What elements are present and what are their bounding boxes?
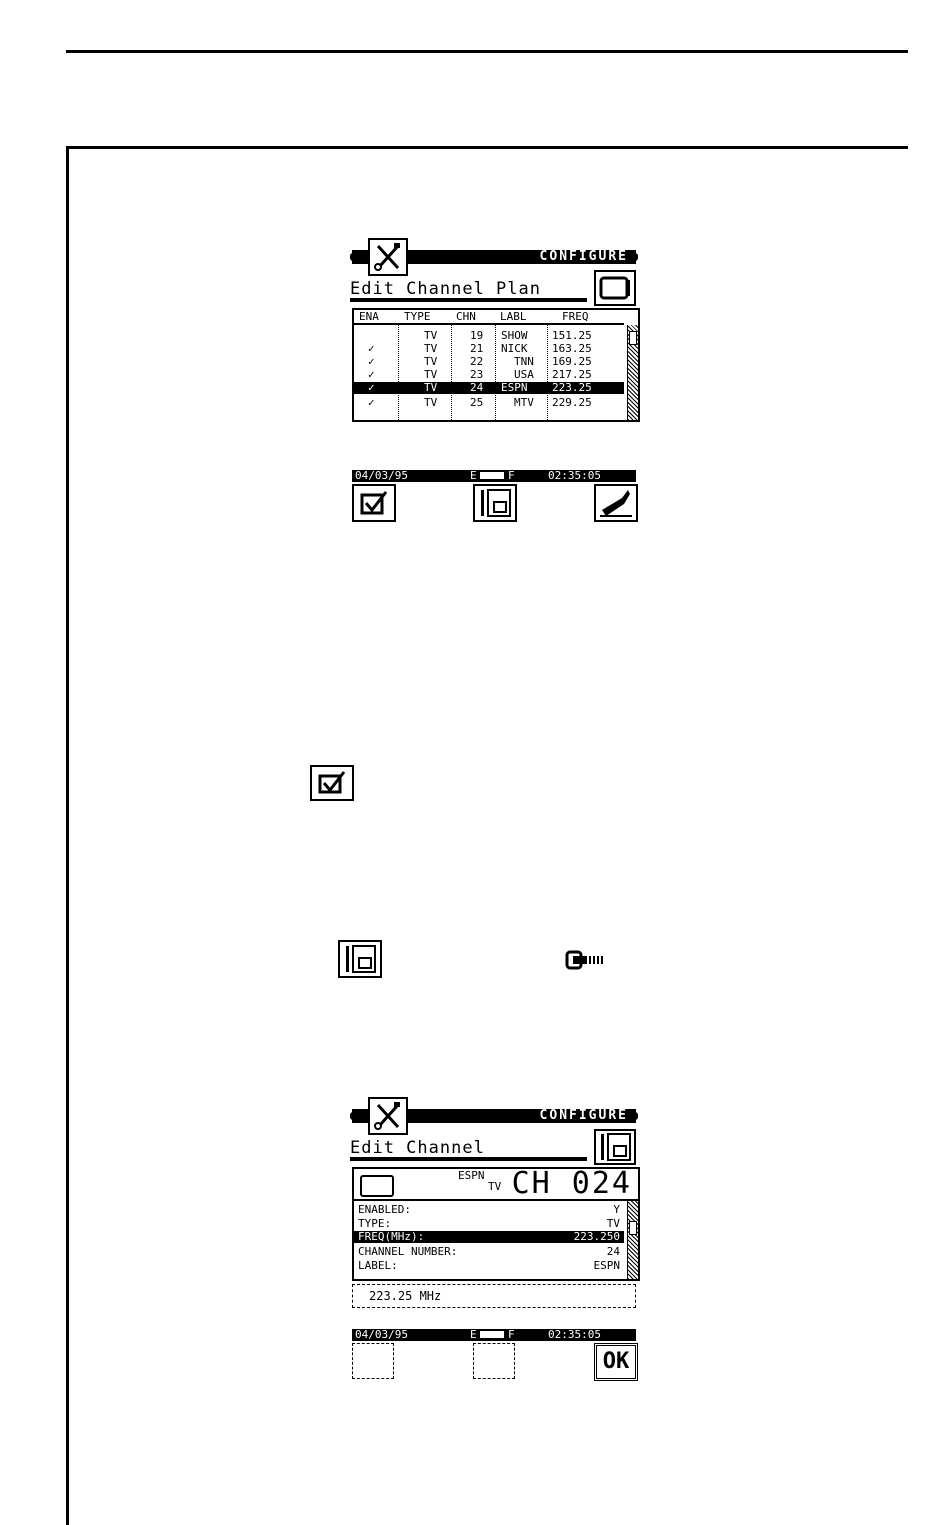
checkbox-icon [310,765,354,801]
table-row[interactable]: ✓ TV 25 MTV 229.25 [368,396,592,409]
edit-channel-screen: CONFIGURE Edit Channel ESPN TV CH 024 EN… [350,1097,640,1387]
enter-key-icon [565,950,609,970]
tools-icon [368,238,408,276]
edit-file-icon[interactable] [473,484,517,522]
detail-scrollbar[interactable] [627,1201,638,1279]
table-row[interactable]: ✓ TV 22 TNN 169.25 [368,355,592,368]
table-header: ENA TYPE CHN LABL FREQ [354,310,624,325]
edit-channel-plan-screen: CONFIGURE Edit Channel Plan ENA TYPE CHN… [350,238,640,523]
channel-number-display: CH 024 [511,1166,632,1201]
empty-softkey[interactable] [352,1343,394,1379]
checkbox-icon[interactable] [352,484,396,522]
channel-detail[interactable]: ESPN TV CH 024 ENABLED: Y TYPE: TV FREQ(… [352,1167,640,1281]
screen-subtitle: Edit Channel Plan [350,279,541,299]
channel-type: TV [488,1180,502,1193]
battery-icon [480,1331,504,1338]
field-row[interactable]: LABEL: ESPN [358,1259,620,1272]
eraser-icon[interactable] [594,484,638,522]
title-bar: CONFIGURE [350,238,638,276]
empty-softkey[interactable] [473,1343,515,1379]
field-row-selected[interactable]: FREQ(MHz): 223.250 [354,1231,624,1243]
channel-header: ESPN TV CH 024 [354,1169,638,1201]
channel-label: ESPN [458,1169,485,1182]
table-row[interactable]: TV 19 SHOW 151.25 [424,329,592,342]
table-row[interactable]: ✓ TV 23 USA 217.25 [368,368,592,381]
channel-table[interactable]: ENA TYPE CHN LABL FREQ TV 19 SHOW 151.25… [352,308,640,422]
status-bar: 04/03/95 E F 02:35:05 [352,1329,636,1341]
screen-subtitle: Edit Channel [350,1138,485,1158]
ok-button[interactable]: OK [594,1343,638,1381]
field-row[interactable]: CHANNEL NUMBER: 24 [358,1245,620,1258]
top-rule [66,50,908,53]
screen-title: CONFIGURE [539,1108,628,1123]
tv-icon[interactable] [594,270,636,306]
section-rule [66,146,908,149]
status-bar: 04/03/95 E F 02:35:05 [352,470,636,482]
left-rule [66,146,69,1525]
table-row[interactable]: ✓ TV 21 NICK 163.25 [368,342,592,355]
field-row[interactable]: TYPE: TV [358,1217,620,1230]
table-scrollbar[interactable] [627,325,638,420]
table-row-selected[interactable]: ✓ TV 24 ESPN 223.25 [354,382,624,394]
title-bar: CONFIGURE [350,1097,638,1135]
tools-icon [368,1097,408,1135]
tv-icon [360,1175,394,1197]
edit-file-icon[interactable] [594,1129,636,1165]
field-row[interactable]: ENABLED: Y [358,1203,620,1216]
screen-title: CONFIGURE [539,249,628,264]
battery-icon [480,472,504,479]
value-entry-field[interactable]: 223.25 MHz [352,1284,636,1308]
edit-file-icon [338,940,382,978]
